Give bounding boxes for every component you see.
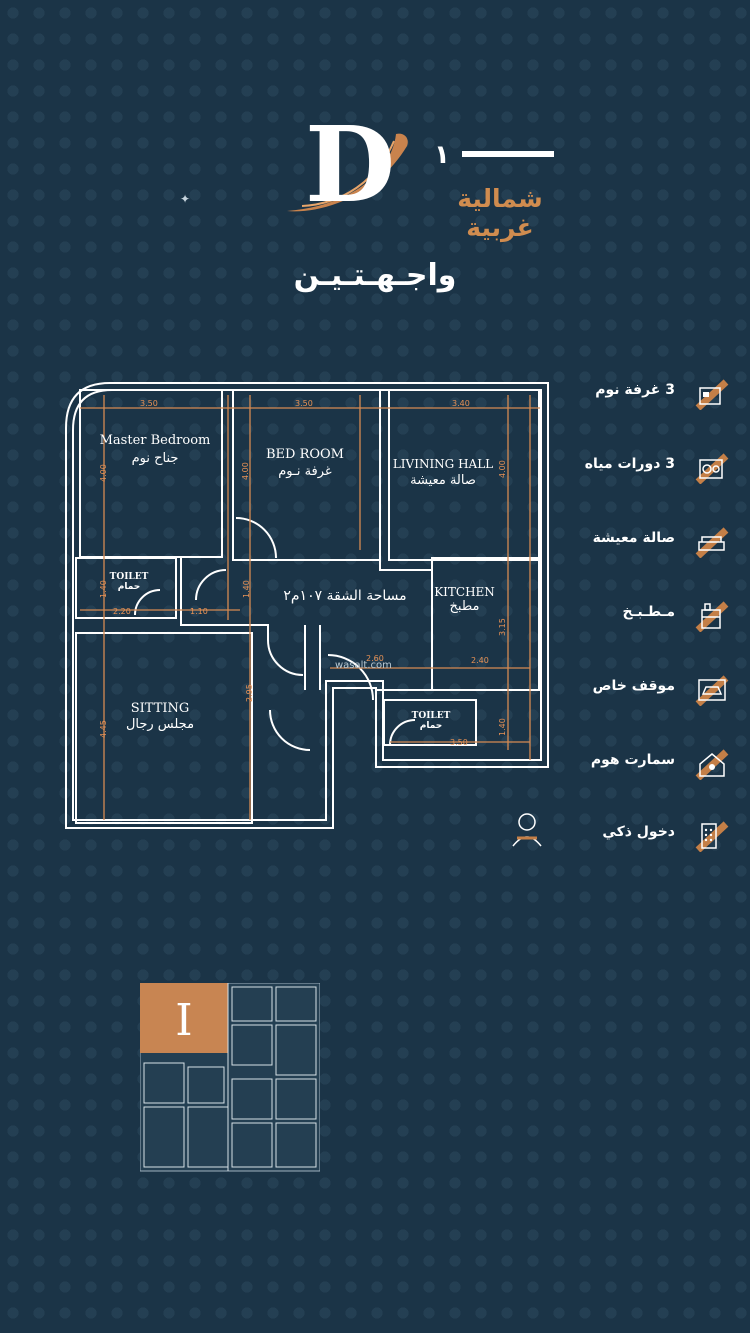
dim-label: 2.60 xyxy=(366,654,384,663)
feature-smart-home: سمارت هوم xyxy=(530,744,740,784)
room-living-en: LIVINING HALL xyxy=(392,457,494,471)
dim-label: 3.15 xyxy=(498,618,507,636)
dim-label: 4.00 xyxy=(498,460,507,478)
bed-icon xyxy=(695,379,729,410)
room-toilet2-ar: حمام xyxy=(419,721,443,731)
room-bed-ar: غرفة نـوم xyxy=(278,464,332,479)
room-sitting-en: SITTING xyxy=(130,701,190,716)
apartment-area: مساحة الشقة ١٠٧م٢ xyxy=(283,588,407,604)
feature-bathrooms: 3 دورات مياه xyxy=(530,448,740,488)
feature-parking: موقف خاص xyxy=(530,670,740,710)
dim-label: 1.10 xyxy=(190,607,208,616)
feature-label: موقف خاص xyxy=(592,678,675,694)
facades-title: واجـهـتـيـن xyxy=(293,258,457,293)
logo-letter: D xyxy=(305,103,396,226)
orientation-label: شمالية غربية xyxy=(457,184,543,242)
dim-label: 1.40 xyxy=(498,718,507,736)
key-plan: I xyxy=(140,983,320,1172)
dim-label: 2.40 xyxy=(471,656,489,665)
feature-bedrooms: 3 غرفة نوم xyxy=(530,374,740,414)
dim-label: 4.00 xyxy=(241,462,250,480)
parking-icon xyxy=(695,675,729,706)
feature-label: دخول ذكي xyxy=(602,824,675,840)
room-toilet1-en: TOILET xyxy=(109,572,149,582)
logo-swoosh xyxy=(287,133,408,212)
feature-label: صالة معيشة xyxy=(592,530,675,546)
dim-label: 3.50 xyxy=(450,738,468,747)
person-icon xyxy=(512,813,542,847)
dim-label: 4.45 xyxy=(99,720,108,738)
room-kitchen-en: KITCHEN xyxy=(434,585,495,599)
unit-number: ١ xyxy=(434,140,450,170)
room-master-ar: جناح نوم xyxy=(131,451,179,466)
keyplan-marker: I xyxy=(175,995,192,1046)
dim-label: 3.50 xyxy=(295,399,313,408)
feature-label: سمارت هوم xyxy=(590,752,675,768)
room-toilet2-en: TOILET xyxy=(411,711,451,721)
dim-label: 4.00 xyxy=(99,464,108,482)
kitchen-icon xyxy=(695,601,729,632)
room-living-ar: صالة معيشة xyxy=(410,473,476,488)
unit-bar xyxy=(462,151,554,157)
sofa-icon xyxy=(695,527,729,558)
room-toilet1-ar: حمام xyxy=(117,582,141,592)
sparkle-icon: ✦ xyxy=(180,192,191,206)
dim-label: 1.40 xyxy=(242,580,251,598)
room-bed-en: BED ROOM xyxy=(265,447,344,462)
smart-lock-icon xyxy=(695,821,729,852)
bathroom-icon xyxy=(695,453,729,484)
dim-label: 1.40 xyxy=(99,580,108,598)
dim-label: 3.40 xyxy=(452,399,470,408)
room-master-en: Master Bedroom xyxy=(99,433,211,448)
feature-label: 3 غرفة نوم xyxy=(595,382,675,398)
dim-label: 2.20 xyxy=(113,607,131,616)
feature-label: مـطـبـخ xyxy=(622,604,675,620)
room-kitchen-ar: مطبخ xyxy=(449,599,480,614)
dim-label: 2.95 xyxy=(245,684,254,702)
header: D ١ شمالية غربية ✦ واجـهـتـيـن xyxy=(0,0,750,320)
dim-label: 3.50 xyxy=(140,399,158,408)
room-sitting-ar: مجلس رجال xyxy=(125,717,195,732)
watermark: wasalt.com xyxy=(335,660,392,671)
feature-label: 3 دورات مياه xyxy=(584,456,675,472)
feature-kitchen: مـطـبـخ xyxy=(530,596,740,636)
floor-plan xyxy=(65,382,549,829)
smart-home-icon xyxy=(695,749,729,780)
feature-living: صالة معيشة xyxy=(530,522,740,562)
feature-smart-entry: دخول ذكي xyxy=(530,816,740,856)
